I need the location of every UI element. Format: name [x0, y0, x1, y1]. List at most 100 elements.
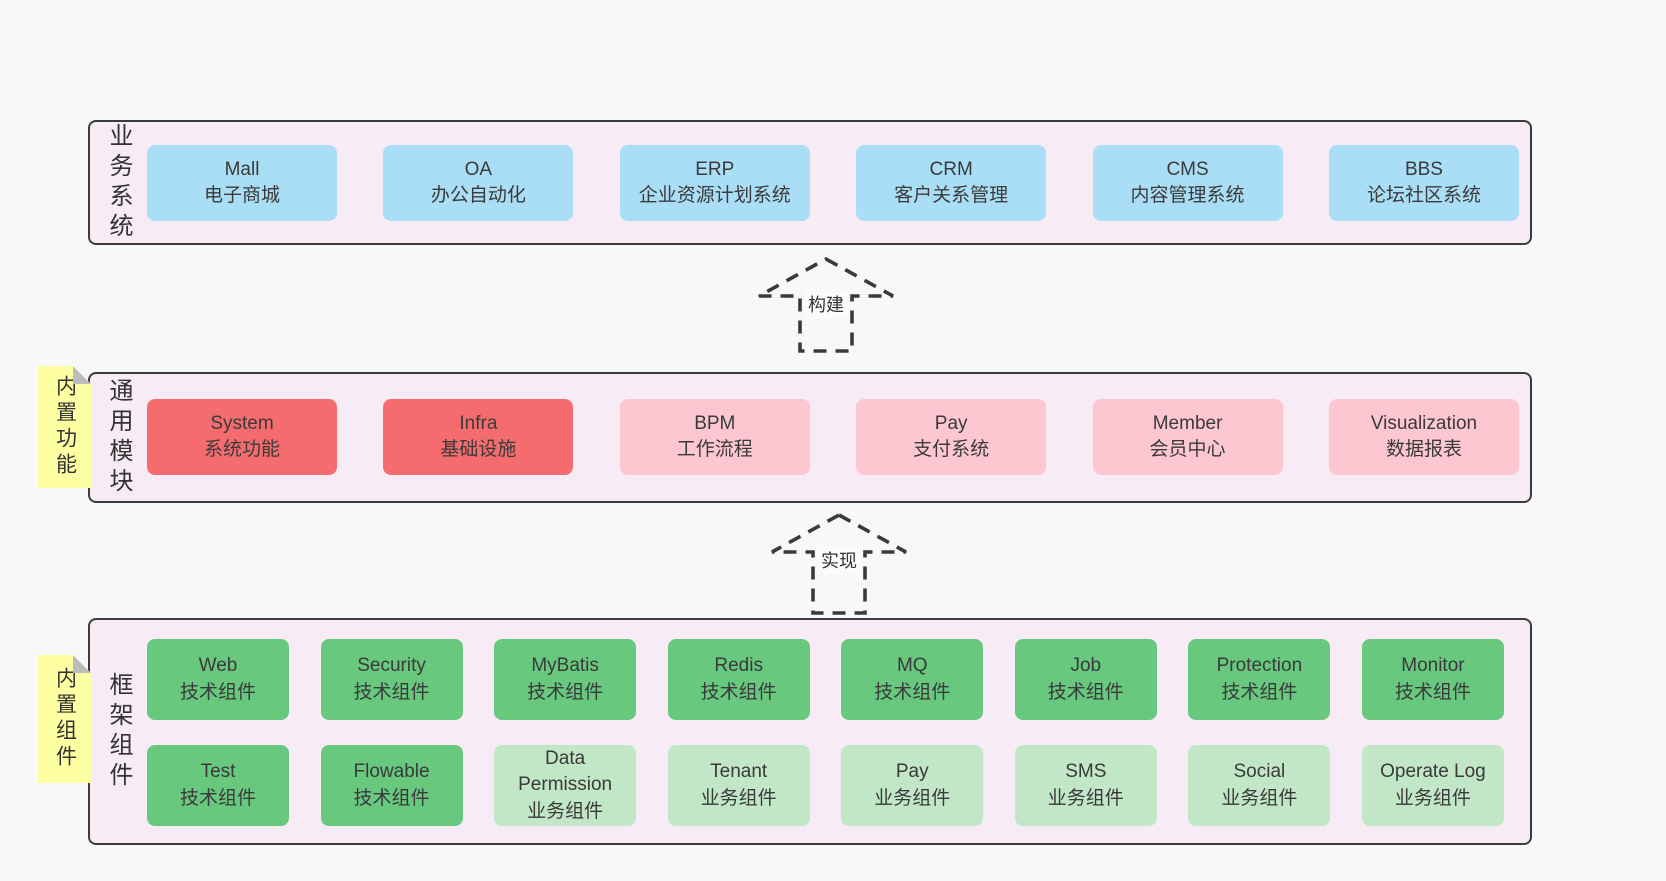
- band-framework-components: 框架组件 Web 技术组件 Security 技术组件 MyBatis 技术组件…: [88, 618, 1532, 845]
- node-name: Data Permission: [518, 748, 613, 796]
- node-desc: 技术组件: [527, 681, 604, 703]
- node-name: MQ: [896, 655, 928, 677]
- node-name: CRM: [929, 158, 973, 180]
- node-name: Visualization: [1370, 412, 1478, 434]
- node-mall: Mall 电子商城: [147, 145, 337, 221]
- node-operate-log: Operate Log 业务组件: [1361, 745, 1504, 826]
- sticky-built-in-features-label: 内置功能: [53, 375, 77, 479]
- node-desc: 办公自动化: [430, 185, 526, 206]
- node-visualization: Visualization 数据报表: [1328, 399, 1519, 475]
- node-desc: 业务组件: [874, 787, 951, 809]
- node-test: Test 技术组件: [147, 745, 289, 826]
- node-flowable: Flowable 技术组件: [320, 745, 463, 826]
- node-name: Pay: [934, 412, 968, 434]
- node-desc: 业务组件: [1047, 787, 1124, 809]
- node-name: Infra: [459, 412, 498, 434]
- node-desc: 技术组件: [874, 681, 951, 703]
- node-desc: 会员中心: [1149, 439, 1226, 460]
- node-name: Mall: [224, 158, 260, 180]
- dashed-up-arrow-icon: [758, 256, 894, 353]
- node-job: Job 技术组件: [1014, 639, 1157, 720]
- node-desc: 业务组件: [700, 787, 777, 809]
- node-desc: 内容管理系统: [1130, 185, 1245, 206]
- node-name: Security: [357, 655, 426, 677]
- implement-arrow: 实现: [769, 512, 909, 616]
- node-desc: 支付系统: [913, 439, 990, 460]
- node-bbs: BBS 论坛社区系统: [1328, 145, 1519, 221]
- node-name: SMS: [1065, 761, 1107, 783]
- node-desc: 业务组件: [527, 800, 604, 822]
- node-bpm: BPM 工作流程: [619, 399, 810, 475]
- node-name: Protection: [1216, 655, 1303, 677]
- node-social: Social 业务组件: [1188, 745, 1331, 826]
- node-name: Member: [1152, 412, 1223, 434]
- node-redis: Redis 技术组件: [667, 639, 810, 720]
- node-desc: 客户关系管理: [894, 185, 1009, 206]
- node-desc: 论坛社区系统: [1366, 185, 1481, 206]
- node-desc: 技术组件: [353, 787, 430, 809]
- node-protection: Protection 技术组件: [1188, 639, 1331, 720]
- band-label-common-modules: 通用模块: [105, 377, 132, 498]
- node-name: MyBatis: [531, 655, 599, 677]
- node-member: Member 会员中心: [1092, 399, 1283, 475]
- node-desc: 工作流程: [676, 439, 753, 460]
- node-name: BBS: [1404, 158, 1443, 180]
- node-name: Tenant: [710, 761, 768, 783]
- node-name: ERP: [695, 158, 735, 180]
- node-name: Monitor: [1401, 655, 1465, 677]
- node-desc: 技术组件: [1221, 681, 1298, 703]
- node-name: Web: [198, 655, 238, 677]
- band-business-systems: 业务系统 Mall 电子商城 OA 办公自动化 ERP 企业资源计划系统 CRM…: [88, 120, 1532, 245]
- node-name: BPM: [694, 412, 736, 434]
- node-name: Test: [200, 761, 236, 783]
- node-oa: OA 办公自动化: [383, 145, 574, 221]
- node-infra: Infra 基础设施: [383, 399, 574, 475]
- build-arrow-label: 构建: [804, 290, 848, 318]
- node-name: Job: [1070, 655, 1102, 677]
- sticky-built-in-components: 内置组件: [38, 655, 91, 783]
- node-desc: 电子商城: [203, 185, 280, 206]
- node-mybatis: MyBatis 技术组件: [494, 639, 637, 720]
- node-cms: CMS 内容管理系统: [1092, 145, 1283, 221]
- sticky-built-in-features: 内置功能: [38, 366, 91, 488]
- band-label-framework-components: 框架组件: [105, 671, 132, 792]
- business-systems-row: Mall 电子商城 OA 办公自动化 ERP 企业资源计划系统 CRM 客户关系…: [147, 145, 1519, 221]
- node-desc: 技术组件: [179, 787, 256, 809]
- node-name: Flowable: [353, 761, 430, 783]
- build-arrow: 构建: [756, 256, 896, 354]
- common-modules-row: System 系统功能 Infra 基础设施 BPM 工作流程 Pay 支付系统…: [147, 399, 1519, 475]
- dashed-up-arrow-icon: [771, 512, 907, 615]
- node-system: System 系统功能: [147, 399, 337, 475]
- node-name: CMS: [1166, 158, 1209, 180]
- node-name: OA: [464, 158, 493, 180]
- node-pay: Pay 支付系统: [856, 399, 1047, 475]
- node-desc: 技术组件: [1047, 681, 1124, 703]
- node-desc: 业务组件: [1221, 787, 1298, 809]
- node-monitor: Monitor 技术组件: [1361, 639, 1504, 720]
- node-name: Operate Log: [1380, 761, 1486, 783]
- node-desc: 数据报表: [1385, 439, 1462, 460]
- node-name: Pay: [895, 761, 929, 783]
- node-mq: MQ 技术组件: [841, 639, 984, 720]
- sticky-built-in-components-label: 内置组件: [53, 667, 77, 771]
- node-web: Web 技术组件: [147, 639, 289, 720]
- node-tenant: Tenant 业务组件: [667, 745, 810, 826]
- node-desc: 技术组件: [700, 681, 777, 703]
- node-desc: 业务组件: [1394, 787, 1471, 809]
- band-label-business-systems: 业务系统: [105, 122, 132, 243]
- node-pay-component: Pay 业务组件: [841, 745, 984, 826]
- framework-components-row-2: Test 技术组件 Flowable 技术组件 Data Permission …: [147, 745, 1504, 826]
- node-desc: 系统功能: [203, 439, 280, 460]
- node-data-permission: Data Permission 业务组件: [494, 745, 637, 826]
- node-security: Security 技术组件: [320, 639, 463, 720]
- framework-components-row-1: Web 技术组件 Security 技术组件 MyBatis 技术组件 Redi…: [147, 639, 1504, 720]
- band-common-modules: 通用模块 System 系统功能 Infra 基础设施 BPM 工作流程 Pay…: [88, 372, 1532, 503]
- node-name: Redis: [714, 655, 763, 677]
- node-erp: ERP 企业资源计划系统: [619, 145, 810, 221]
- node-desc: 企业资源计划系统: [638, 185, 791, 206]
- node-crm: CRM 客户关系管理: [856, 145, 1047, 221]
- node-name: System: [210, 412, 274, 434]
- node-desc: 技术组件: [353, 681, 430, 703]
- node-sms: SMS 业务组件: [1014, 745, 1157, 826]
- implement-arrow-label: 实现: [817, 546, 861, 574]
